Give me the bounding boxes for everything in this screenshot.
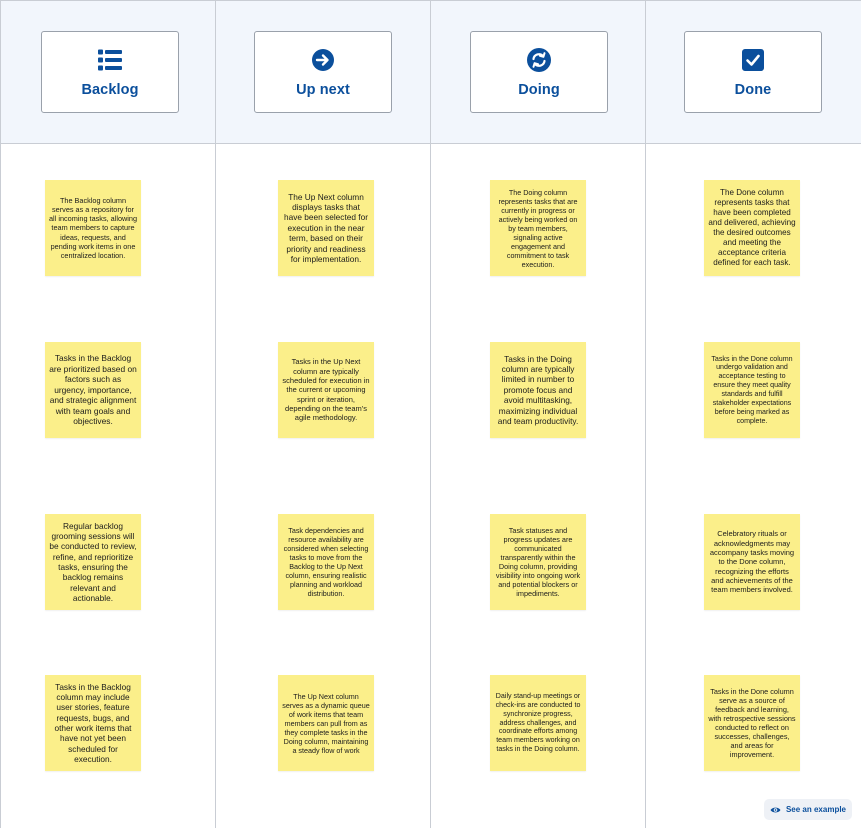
sticky-note-doing-1[interactable]: The Doing column represents tasks that a…: [490, 180, 586, 276]
header-card-done[interactable]: Done: [684, 31, 822, 113]
column-done: Done The Done column represents tasks th…: [646, 0, 861, 828]
column-title-up-next: Up next: [296, 82, 350, 98]
sticky-note-backlog-2[interactable]: Tasks in the Backlog are prioritized bas…: [45, 342, 141, 438]
sticky-note-done-3[interactable]: Celebratory rituals or acknowledgments m…: [704, 514, 800, 610]
sticky-note-doing-3[interactable]: Task statuses and progress updates are c…: [490, 514, 586, 610]
column-title-backlog: Backlog: [81, 82, 139, 98]
sticky-note-doing-2[interactable]: Tasks in the Doing column are typically …: [490, 342, 586, 438]
column-title-doing: Doing: [518, 82, 560, 98]
arrow-right-circle-icon: [310, 47, 336, 73]
sticky-note-doing-4[interactable]: Daily stand-up meetings or check-ins are…: [490, 675, 586, 771]
column-header-backlog: Backlog: [1, 0, 215, 144]
header-card-backlog[interactable]: Backlog: [41, 31, 179, 113]
sticky-note-up-next-1[interactable]: The Up Next column displays tasks that h…: [278, 180, 374, 276]
column-up-next: Up next The Up Next column displays task…: [216, 0, 431, 828]
refresh-circle-icon: [526, 47, 552, 73]
sticky-note-done-4[interactable]: Tasks in the Done column serve as a sour…: [704, 675, 800, 771]
column-header-doing: Doing: [431, 0, 645, 144]
column-header-done: Done: [646, 0, 861, 144]
sticky-note-done-1[interactable]: The Done column represents tasks that ha…: [704, 180, 800, 276]
sticky-note-up-next-3[interactable]: Task dependencies and resource availabil…: [278, 514, 374, 610]
column-doing: Doing The Doing column represents tasks …: [431, 0, 646, 828]
sticky-note-up-next-2[interactable]: Tasks in the Up Next column are typicall…: [278, 342, 374, 438]
header-card-doing[interactable]: Doing: [470, 31, 608, 113]
sticky-note-backlog-4[interactable]: Tasks in the Backlog column may include …: [45, 675, 141, 771]
list-icon: [97, 47, 123, 73]
sticky-note-done-2[interactable]: Tasks in the Done column undergo validat…: [704, 342, 800, 438]
column-header-up-next: Up next: [216, 0, 430, 144]
header-card-up-next[interactable]: Up next: [254, 31, 392, 113]
column-backlog: Backlog The Backlog column serves as a r…: [0, 0, 216, 828]
see-an-example-button[interactable]: See an example: [764, 799, 852, 820]
sticky-note-backlog-3[interactable]: Regular backlog grooming sessions will b…: [45, 514, 141, 610]
checkbox-icon: [740, 47, 766, 73]
eye-icon: [770, 806, 781, 814]
sticky-note-backlog-1[interactable]: The Backlog column serves as a repositor…: [45, 180, 141, 276]
see-an-example-label: See an example: [785, 805, 847, 814]
sticky-note-up-next-4[interactable]: The Up Next column serves as a dynamic q…: [278, 675, 374, 771]
column-title-done: Done: [734, 82, 772, 98]
